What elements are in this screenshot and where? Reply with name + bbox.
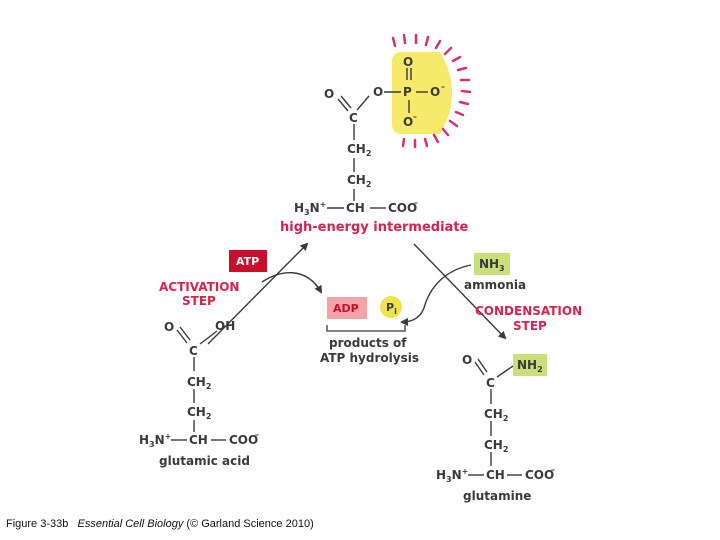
atom-o: O xyxy=(373,85,383,99)
phosphate-chip: Pi xyxy=(380,296,402,318)
atom-o: O xyxy=(324,87,334,101)
phosphate-highlight xyxy=(392,52,452,134)
charge-minus: – xyxy=(413,112,417,121)
amide-highlight xyxy=(513,354,547,376)
glutamic-acid-structure: O OH C CH2 CH2 H3N+ CH COO – xyxy=(139,319,259,449)
atom-ch2: CH2 xyxy=(187,375,211,391)
atom-ch: CH xyxy=(346,201,365,215)
activation-reaction-arrow xyxy=(207,242,323,345)
charge-minus: – xyxy=(551,465,555,474)
atom-ch: CH xyxy=(486,468,505,482)
figure-caption: Figure 3-33b Essential Cell Biology (© G… xyxy=(6,518,314,530)
svg-text:NH: NH xyxy=(479,257,499,271)
charge-minus: – xyxy=(255,430,259,439)
activation-step-label-line2: STEP xyxy=(182,294,216,308)
atom-o: O xyxy=(164,320,174,334)
products-label-line2: ATP hydrolysis xyxy=(320,351,419,365)
atom-nh2: NH2 xyxy=(517,358,543,374)
atom-c: C xyxy=(486,376,495,390)
atom-coo: COO xyxy=(388,201,417,215)
glutamine-label: glutamine xyxy=(463,489,531,503)
burst-icon xyxy=(391,33,472,149)
atom-coo: COO xyxy=(525,468,554,482)
atom-p: P xyxy=(403,85,412,99)
atom-o: O xyxy=(430,85,440,99)
atom-h3n: H3N+ xyxy=(294,200,326,217)
condensation-reaction-arrow xyxy=(400,243,507,340)
charge-minus: – xyxy=(441,82,445,91)
atom-ch2: CH2 xyxy=(187,405,211,421)
svg-text:ADP: ADP xyxy=(333,302,359,315)
activation-step-label: ACTIVATION xyxy=(159,280,239,294)
atom-ch2: CH2 xyxy=(347,142,371,158)
atom-h3n: H3N+ xyxy=(436,467,468,484)
glutamic-acid-label: glutamic acid xyxy=(159,454,250,468)
atom-ch: CH xyxy=(189,433,208,447)
products-bracket xyxy=(326,325,406,332)
atom-h3n: H3N+ xyxy=(139,432,171,449)
high-energy-intermediate-label: high-energy intermediate xyxy=(280,220,469,235)
ammonia-chip: NH 3 xyxy=(474,253,510,275)
atom-c: C xyxy=(189,344,198,358)
condensation-step-label: CONDENSATION xyxy=(475,304,582,318)
charge-minus: – xyxy=(414,198,418,207)
atom-ch2: CH2 xyxy=(484,438,508,454)
svg-text:3: 3 xyxy=(499,264,505,273)
atom-oh: OH xyxy=(215,319,235,333)
atom-o: O xyxy=(462,353,472,367)
atom-c: C xyxy=(349,111,358,125)
atom-coo: COO xyxy=(229,433,258,447)
atom-ch2: CH2 xyxy=(484,407,508,423)
atom-ch2: CH2 xyxy=(347,173,371,189)
caption-figure-number: Figure 3-33b xyxy=(6,518,69,530)
condensation-step-label-line2: STEP xyxy=(513,319,547,333)
ammonia-label: ammonia xyxy=(464,278,526,292)
glutamine-structure: O NH2 C CH2 CH2 H3N+ CH COO – xyxy=(436,353,555,484)
caption-book-title: Essential Cell Biology xyxy=(77,518,184,530)
atp-chip: ATP xyxy=(229,250,267,272)
high-energy-intermediate-structure: O P O – O – O O C CH2 CH2 H3N+ CH COO – xyxy=(294,33,472,217)
adp-chip: ADP xyxy=(327,297,367,319)
svg-text:ATP: ATP xyxy=(236,255,259,268)
products-label-line1: products of xyxy=(329,336,407,350)
caption-publisher: (© Garland Science 2010) xyxy=(186,518,314,530)
svg-text:Pi: Pi xyxy=(386,301,397,316)
atom-o: O xyxy=(403,115,413,129)
atom-o: O xyxy=(403,55,413,69)
